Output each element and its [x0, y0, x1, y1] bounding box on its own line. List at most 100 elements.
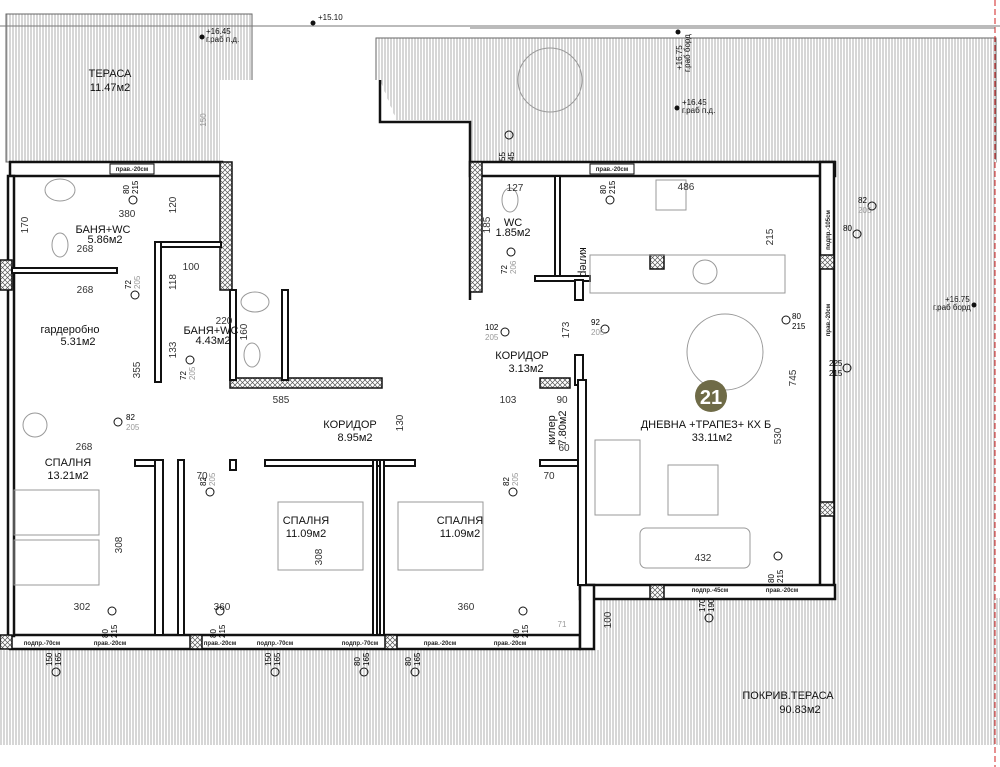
dimension: 215	[765, 228, 776, 245]
opening-width: 150	[264, 652, 273, 666]
room-area: 33.11м2	[692, 432, 732, 444]
dimension: 486	[678, 182, 695, 193]
room-area: 5.31м2	[60, 336, 95, 348]
opening-height: 165	[413, 652, 422, 666]
dimension: 120	[168, 196, 179, 213]
column	[469, 161, 483, 293]
dimension: 170	[20, 216, 31, 233]
opening-height: 215	[131, 180, 140, 194]
window-tag: подпр.-45см	[692, 588, 729, 594]
column	[819, 254, 835, 270]
room-name: КОРИДОР	[495, 350, 548, 362]
opening-width: 170	[698, 598, 707, 612]
opening-width: 150	[45, 652, 54, 666]
opening-height: 215	[792, 322, 806, 331]
window-tag: подпр.-70см	[257, 641, 294, 647]
opening-height: 205	[133, 275, 142, 289]
room-name: СПАЛНЯ	[45, 457, 92, 469]
elevation-value: +16.45	[682, 98, 707, 107]
column	[0, 259, 13, 291]
roof-terrace-bottom-hatch	[0, 650, 1000, 745]
room-area: 11.09м2	[440, 528, 480, 540]
opening-width: 80	[512, 629, 521, 638]
unit-number-badge	[695, 380, 727, 412]
opening-width: 80	[599, 185, 608, 194]
dimension: 60	[558, 443, 570, 454]
opening-width: 82	[502, 477, 511, 486]
dimension: 220	[216, 316, 233, 327]
opening-width: 92	[591, 318, 600, 327]
opening-width: 225	[829, 359, 843, 368]
dimension: 150	[199, 113, 208, 127]
inner-walls	[11, 175, 591, 636]
opening-width: 80	[122, 185, 131, 194]
column	[384, 634, 398, 650]
dimension: 745	[788, 369, 799, 386]
room-name: ПОКРИВ.ТЕРАСА	[742, 690, 834, 702]
room-name: WC	[504, 217, 522, 229]
dimension: 585	[273, 395, 290, 406]
opening-height: 205	[126, 423, 140, 432]
dimension: 70	[543, 471, 555, 482]
opening-width: 72	[500, 265, 509, 274]
dimension: 118	[168, 274, 179, 290]
column	[189, 634, 203, 650]
room-area: 8.95м2	[337, 432, 372, 444]
opening-width: 80	[767, 574, 776, 583]
wall-left	[6, 174, 16, 638]
room-area: 13.21м2	[47, 470, 88, 482]
dimension: 432	[695, 553, 712, 564]
opening-height: 205	[208, 472, 217, 486]
dimension: 185	[482, 216, 493, 233]
furniture	[13, 47, 786, 586]
opening-width: 55	[498, 152, 507, 161]
room-area: 7.80м2	[557, 410, 569, 445]
column	[819, 501, 835, 517]
dimension: 90	[556, 395, 568, 406]
room-area: 1.85м2	[495, 227, 530, 239]
opening-height: 205	[591, 328, 605, 337]
opening-width: 102	[485, 323, 499, 332]
window-tag: прав.-20см	[116, 167, 149, 173]
roof-terrace-right-hatch	[836, 160, 996, 660]
dimension: 268	[76, 442, 93, 453]
dimension: 360	[458, 602, 475, 613]
opening-width: 82	[199, 477, 208, 486]
room-labels: ТЕРАСА 11.47м2 БАНЯ+WC 5.86м2 гардеробно…	[40, 68, 834, 716]
column	[219, 161, 233, 291]
opening-height: 165	[273, 652, 282, 666]
elevation-note: г.раб борд	[933, 303, 971, 312]
opening-width: 72	[124, 280, 133, 289]
opening-width: 80	[843, 224, 852, 233]
dimension: 268	[77, 285, 94, 296]
room-name: БАНЯ+WC	[184, 325, 239, 337]
room-name: СПАЛНЯ	[283, 515, 330, 527]
room-name: КОРИДОР	[323, 419, 376, 431]
opening-width: 80	[404, 657, 413, 666]
terrace-small-hatch	[5, 13, 253, 163]
dimension: 100	[603, 611, 614, 628]
room-name: БАНЯ+WC	[76, 224, 131, 236]
dimension: 302	[74, 602, 91, 613]
dimension: 268	[77, 244, 94, 255]
elevation-marks: +16.45 г.раб п.д. +15.10 +16.75 г.раб бо…	[199, 13, 977, 312]
dimension: 355	[132, 361, 143, 378]
elevation-note: г.раб борд	[683, 34, 692, 72]
window-tag: подпр.-70см	[24, 641, 61, 647]
room-name: гардеробно	[40, 324, 99, 336]
unit-number: 21	[700, 387, 722, 409]
opening-height: 215	[110, 624, 119, 638]
opening-height: 45	[507, 152, 516, 161]
wall-top-right	[468, 160, 837, 178]
wall-bottom-step	[578, 583, 596, 651]
room-name: килер	[546, 415, 558, 445]
column	[0, 634, 13, 650]
column	[649, 584, 665, 600]
opening-height: 165	[362, 652, 371, 666]
elevation-value: +16.45	[206, 27, 231, 36]
roof-terrace-top-hatch	[375, 37, 997, 163]
opening-width: 72	[179, 371, 188, 380]
elevation-value: +15.10	[318, 13, 343, 22]
elevation-note: г.раб п.д.	[682, 106, 715, 115]
